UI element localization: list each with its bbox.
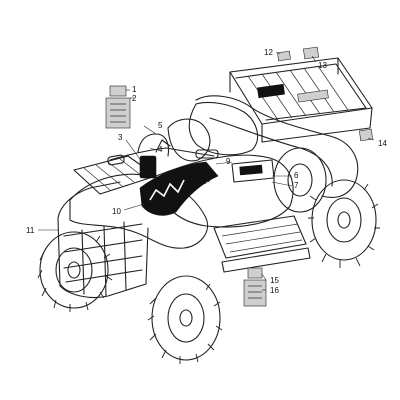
rear-right-wheel [308,179,380,268]
callout-4: 4 [158,145,163,154]
callout-5: 5 [158,121,163,130]
callout-11: 11 [26,226,35,235]
rack-warning-decal [257,83,285,99]
decal-2 [105,97,131,129]
decal-16 [243,279,267,307]
callout-13: 13 [318,61,327,70]
decal-12 [277,50,291,62]
callout-16: 16 [270,286,279,295]
callout-15: 15 [270,276,279,285]
leader-lines [38,51,375,291]
rear-rack [229,57,373,143]
callout-9: 9 [226,157,231,166]
callout-labels: 1 2 3 4 5 6 7 8 9 10 11 12 13 14 15 16 [26,48,387,295]
rear-left-wheel [273,147,327,213]
front-left-wheel [37,231,113,312]
headlight-pod-decal [139,155,157,179]
callout-10: 10 [112,207,121,216]
atv-body [57,95,359,299]
decal-set-15-16 [243,267,267,307]
decal-15 [247,267,263,279]
front-right-wheel [147,275,223,364]
callout-7: 7 [294,181,299,190]
decal-14 [359,128,373,142]
callout-6: 6 [294,171,299,180]
callout-3: 3 [118,133,123,142]
decal-set-12-13 [277,46,319,62]
decal-1 [109,85,127,97]
callout-2: 2 [132,94,137,103]
callout-1: 1 [132,85,137,94]
rack-load-decal [297,89,329,103]
callout-8: 8 [202,177,207,186]
decal-13 [303,46,319,60]
callout-12: 12 [264,48,273,57]
decal-set-1-2 [105,85,131,129]
callout-14: 14 [378,139,387,148]
side-model-decal [239,164,263,176]
